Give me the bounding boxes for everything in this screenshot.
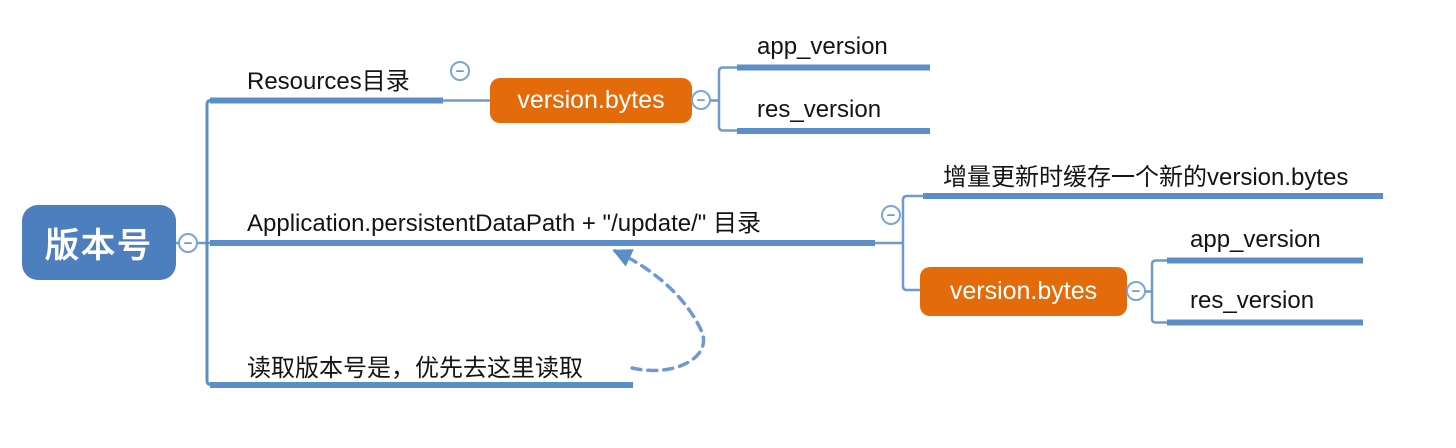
underline-app-version-2	[1167, 257, 1363, 264]
collapse-icon-resources-dir[interactable]: −	[450, 61, 470, 81]
bracket-versionbytes1-children	[717, 66, 737, 132]
collapse-icon-update-dir[interactable]: −	[881, 205, 901, 225]
node-cache-note[interactable]: 增量更新时缓存一个新的version.bytes	[943, 164, 1349, 191]
bracket-versionbytes2-children	[1150, 259, 1167, 324]
node-app-version-2[interactable]: app_version	[1190, 226, 1321, 253]
root-node-version-number[interactable]: 版本号	[22, 205, 176, 280]
node-read-priority[interactable]: 读取版本号是，优先去这里读取	[247, 355, 583, 382]
underline-res-version-2	[1167, 319, 1363, 326]
underline-update-dir	[210, 240, 875, 246]
node-version-bytes-1[interactable]: version.bytes	[490, 78, 692, 123]
underline-res-version-1	[737, 128, 930, 134]
collapse-icon-version-bytes-1[interactable]: −	[691, 90, 711, 110]
dashed-relationship-arrow	[612, 249, 706, 373]
underline-resources-dir	[210, 97, 443, 104]
node-version-bytes-2[interactable]: version.bytes	[920, 267, 1127, 316]
root-trunk-line	[205, 99, 212, 386]
collapse-icon-version-bytes-2[interactable]: −	[1126, 281, 1146, 301]
node-resources-dir[interactable]: Resources目录	[247, 68, 410, 95]
bracket-update-children	[901, 194, 923, 292]
underline-app-version-1	[737, 64, 930, 71]
node-res-version-1[interactable]: res_version	[757, 96, 882, 123]
underline-read-priority	[210, 382, 633, 388]
node-update-dir[interactable]: Application.persistentDataPath + "/updat…	[247, 210, 761, 237]
underline-cache-note	[923, 193, 1383, 199]
node-res-version-2[interactable]: res_version	[1190, 287, 1315, 314]
collapse-icon-root[interactable]: −	[178, 233, 198, 253]
node-app-version-1[interactable]: app_version	[757, 33, 888, 60]
